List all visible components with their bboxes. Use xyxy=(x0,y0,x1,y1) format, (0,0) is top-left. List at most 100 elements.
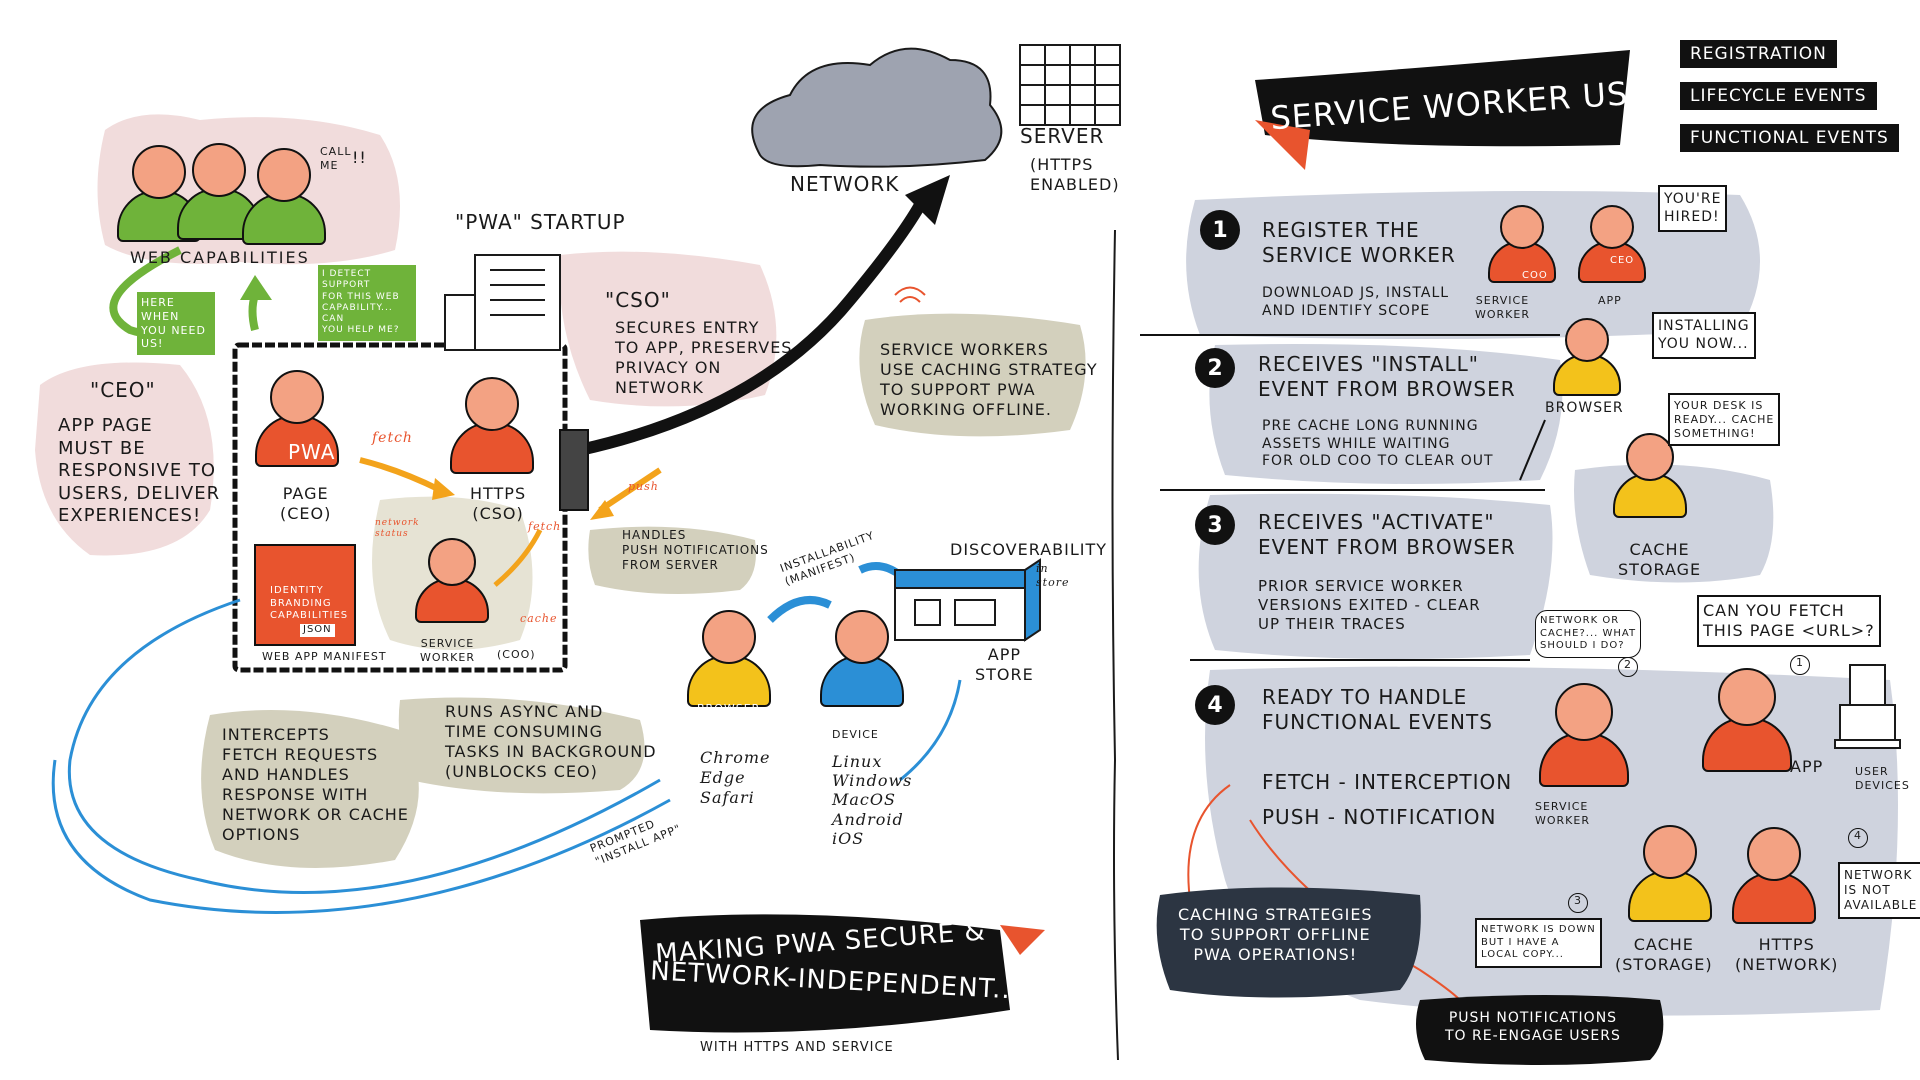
server-building-icon xyxy=(1019,44,1121,126)
push-event-text: PUSH - notification xyxy=(1262,805,1497,829)
pwa-badge: PWA xyxy=(288,440,336,464)
youre-hired-bubble: YOU'RE HIRED! xyxy=(1658,185,1728,232)
intercepts-description: INTERCEPTS FETCH REQUESTS AND HANDLES RE… xyxy=(222,725,409,844)
pwa-startup-label: "PWA" STARTUP xyxy=(455,210,626,234)
step2-blob xyxy=(1209,344,1563,484)
step4-sw-label: SERVICE WORKER xyxy=(1535,800,1590,827)
banner-subtitle: WITH HTTPS AND SERVICE xyxy=(700,1040,894,1055)
push-notifications-callout xyxy=(1416,995,1664,1065)
cso-blob xyxy=(559,251,777,407)
cache-storage-character-head xyxy=(1626,433,1674,481)
step1-heading: REGISTER THE SERVICE WORKER xyxy=(1262,218,1456,267)
runs-async-blob xyxy=(398,697,645,794)
browser-character-head xyxy=(702,610,756,664)
coo-badge: COO xyxy=(1522,270,1548,281)
blue-arrow-install xyxy=(767,596,832,623)
network-down-bubble: NETWORK IS DOWN BUT I HAVE A LOCAL COPY.… xyxy=(1475,918,1602,968)
step3-detail: PRIOR SERVICE WORKER VERSIONS EXITED - C… xyxy=(1258,577,1481,633)
https-cso-character-head xyxy=(465,377,519,431)
fetch-connector xyxy=(1187,784,1231,901)
page-ceo-label: PAGE (CEO) xyxy=(280,484,332,523)
https-enabled-label: (HTTPS ENABLED) xyxy=(1030,155,1120,194)
page-ceo-character-head xyxy=(270,370,324,424)
device-character-head xyxy=(835,610,889,664)
title-banner xyxy=(1255,50,1630,147)
caching-strategies-text: CACHING STRATEGIES TO SUPPORT OFFLINE PW… xyxy=(1178,905,1373,964)
circle-num-4: 4 xyxy=(1848,828,1868,848)
step2-browser-character-head xyxy=(1565,318,1609,362)
https-network-label: HTTPS (NETWORK) xyxy=(1735,935,1839,974)
sw-caching-blob xyxy=(859,313,1086,437)
step1-sw-character-head xyxy=(1500,205,1544,249)
bottom-banner xyxy=(640,914,1010,1033)
network-or-cache-bubble: NETWORK OR CACHE?... WHAT SHOULD I DO? xyxy=(1535,610,1642,658)
browser-badge: BROWSER xyxy=(697,702,761,715)
call-me-bubble: CALL ME xyxy=(320,145,352,172)
step3-blob xyxy=(1198,493,1553,659)
call-me-exclaim: !! xyxy=(352,148,367,167)
step1-sw-label: SERVICE WORKER xyxy=(1475,294,1530,321)
app-store-label: APP STORE xyxy=(975,645,1034,684)
https-cso-label: HTTPS (CSO) xyxy=(470,484,527,523)
web-cap-character-1-head xyxy=(132,145,186,199)
green-arrow-up xyxy=(248,293,259,331)
discoverability-label: DISCOVERABILITY xyxy=(950,540,1108,559)
sw-fetch-arrow xyxy=(493,528,543,587)
service-worker-character-head xyxy=(428,538,476,586)
lifecycle-events-tag: LIFECYCLE EVENTS xyxy=(1680,82,1877,110)
detect-support-note: I DETECT SUPPORT FOR THIS WEB CAPABILITY… xyxy=(318,265,416,341)
web-capabilities-label: WEB CAPABILITIES xyxy=(130,248,310,267)
cso-title: "CSO" xyxy=(605,288,671,312)
cache-label: cache xyxy=(520,612,558,625)
in-store-label: in store xyxy=(1036,562,1070,589)
step3-number: 3 xyxy=(1195,505,1235,545)
functional-events-tag: FUNCTIONAL EVENTS xyxy=(1680,124,1899,152)
user-devices-icon xyxy=(1834,664,1901,749)
circle-num-3: 3 xyxy=(1568,893,1588,913)
sw-label: SERVICE WORKER xyxy=(420,637,475,664)
cache-storage-label: CACHE STORAGE xyxy=(1618,540,1702,579)
step3-heading: RECEIVES "ACTIVATE" EVENT FROM BROWSER xyxy=(1258,510,1516,559)
caching-strategies-callout xyxy=(1156,887,1421,998)
manifest-text: IDENTITY BRANDING CAPABILITIES xyxy=(270,585,349,621)
blue-curve-1 xyxy=(67,598,661,894)
handles-push-blob xyxy=(588,526,756,594)
network-status-label: network status xyxy=(375,518,420,540)
wifi-icon xyxy=(894,286,926,303)
step4-heading: READY TO HANDLE FUNCTIONAL EVENTS xyxy=(1262,685,1493,734)
circle-num-2: 2 xyxy=(1618,657,1638,677)
step4-app-character-head xyxy=(1718,668,1776,726)
handles-push-text: HANDLES PUSH NOTIFICATIONS FROM SERVER xyxy=(622,528,769,572)
https-gate xyxy=(559,429,589,511)
blue-curve-2 xyxy=(51,759,671,914)
coo-label: (COO) xyxy=(497,648,536,661)
installing-bubble: INSTALLING YOU NOW... xyxy=(1652,312,1756,359)
step4-app-label: APP xyxy=(1790,757,1824,776)
push-notifications-text: PUSH NOTIFICATIONS TO RE-ENGAGE USERS xyxy=(1445,1010,1621,1044)
ceo-blob xyxy=(35,362,214,556)
center-divider xyxy=(1111,229,1119,1061)
step1-number: 1 xyxy=(1200,210,1240,250)
fetch-event-text: FETCH - interception xyxy=(1262,770,1513,794)
ceo-badge: CEO xyxy=(1610,255,1635,266)
network-not-available-bubble: NETWORK IS NOT AVAILABLE xyxy=(1838,862,1920,919)
startup-building-icon xyxy=(444,254,561,351)
step4-cache-character-head xyxy=(1643,825,1697,879)
manifest-json: JSON xyxy=(300,624,335,637)
cloud-shape xyxy=(751,47,1003,168)
sw-caching-description: SERVICE WORKERS USE CACHING STRATEGY TO … xyxy=(880,340,1098,419)
blue-curve-3 xyxy=(899,679,962,782)
app-store-icon xyxy=(894,558,1041,642)
circle-num-1: 1 xyxy=(1790,655,1810,675)
push-label: push xyxy=(628,480,659,493)
fetch-label-2: fetch xyxy=(528,520,562,533)
intercepts-blob xyxy=(201,710,419,868)
step1-app-character-head xyxy=(1590,205,1634,249)
browser-label: BROWSER xyxy=(1545,400,1624,416)
cache-storage-label-2: CACHE (STORAGE) xyxy=(1615,935,1713,974)
browsers-list: Chrome Edge Safari xyxy=(700,748,771,807)
web-cap-character-2-head xyxy=(192,143,246,197)
fetch-arrow xyxy=(359,457,442,493)
